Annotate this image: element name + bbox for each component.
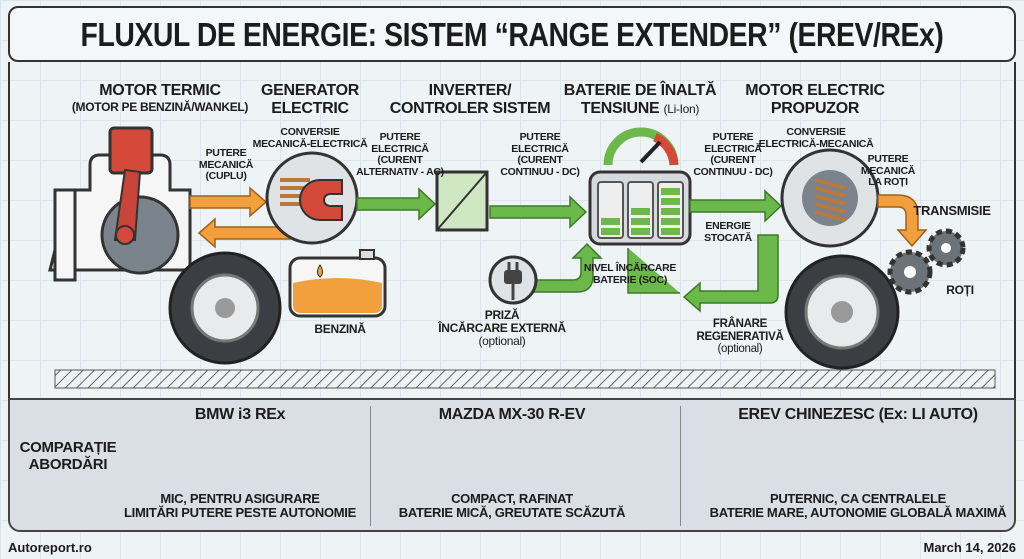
inverter-title-1: INVERTER/ <box>428 82 512 99</box>
dc-power-arrow-1 <box>489 195 588 229</box>
baterie-title-2: TENSIUNE (Li-Ion) <box>580 100 700 117</box>
engine-icon <box>48 126 192 282</box>
generator-title-2: ELECTRIC <box>271 100 349 117</box>
source-label: Autoreport.ro <box>8 540 92 555</box>
front-wheel-icon <box>784 254 900 370</box>
benzina-label: BENZINĂ <box>314 322 366 336</box>
date-label: March 14, 2026 <box>923 540 1016 555</box>
motor-termic-title: MOTOR TERMIC <box>99 82 221 99</box>
divider <box>680 406 681 526</box>
inverter-icon <box>435 170 489 232</box>
gears-icon <box>887 228 966 295</box>
motor-termic-subtitle: (MOTOR PE BENZINĂ/WANKEL) <box>71 100 249 114</box>
erev-title: EREV CHINEZESC (Ex: LI AUTO) <box>738 406 978 423</box>
dc-power-arrow-2 <box>689 189 783 223</box>
rear-wheel-icon <box>168 251 282 365</box>
comparison-panel <box>8 398 1016 532</box>
mazda-title: MAZDA MX-30 R-EV <box>438 406 586 423</box>
page-title: FLUXUL DE ENERGIE: SISTEM “RANGE EXTENDE… <box>80 16 944 53</box>
generator-icon <box>265 151 359 245</box>
mechanical-arrow <box>189 186 268 218</box>
fuel-tank-icon <box>288 249 387 318</box>
baterie-title-1: BATERIE DE ÎNALTĂ <box>563 82 717 99</box>
motor-electric-title-1: MOTOR ELECTRIC <box>745 82 885 99</box>
roti-label: ROȚI <box>946 283 974 297</box>
diagram-frame <box>8 62 1016 398</box>
transmisie-label: TRANSMISIE <box>913 203 991 218</box>
electric-motor-icon <box>780 148 880 248</box>
divider <box>370 406 371 526</box>
plug-charge-arrow <box>532 242 603 293</box>
generator-title-1: GENERATOR <box>260 82 360 99</box>
bmw-title: BMW i3 REx <box>194 406 286 423</box>
ground <box>54 369 996 389</box>
soc-gauge-icon <box>603 127 679 166</box>
inverter-title-2: CONTROLER SISTEM <box>389 100 551 117</box>
motor-electric-title-2: PROPUZOR <box>770 100 860 117</box>
plug-icon <box>488 255 538 305</box>
regen-arrow <box>627 234 779 313</box>
battery-pack-icon <box>588 170 692 246</box>
title-box <box>8 6 1016 62</box>
fuel-arrow <box>197 217 291 249</box>
wheel-power-arrow <box>877 194 928 248</box>
ac-power-arrow <box>356 187 437 221</box>
